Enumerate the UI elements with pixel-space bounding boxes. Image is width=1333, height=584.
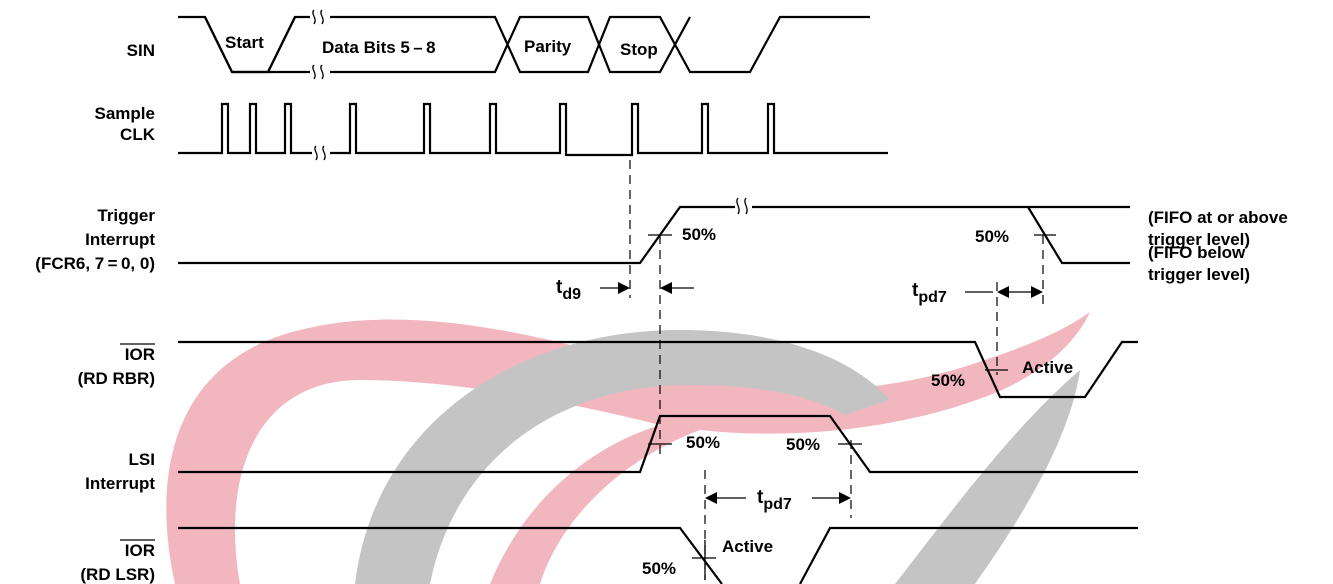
td9-label: td9 — [556, 277, 581, 303]
tpd7-trigger-head-right — [1031, 286, 1043, 298]
trigger-state-above-2: trigger level) — [1148, 230, 1250, 249]
trigger-state-below-1: (FIFO below — [1148, 243, 1246, 262]
lsi-label-1: LSI — [129, 450, 155, 469]
ior-lsr-sublabel: (RD LSR) — [80, 565, 155, 584]
lsi-line — [178, 414, 1138, 474]
watermark-gray-blade — [895, 370, 1080, 584]
watermark-red-swoosh — [166, 312, 1090, 584]
sin-break-bottom — [312, 64, 324, 80]
sin-waveform: Start Data Bits 5 – 8 Parity Stop — [178, 9, 870, 80]
td9-arrow-right-head — [660, 282, 672, 294]
td9-arrow-left-head — [618, 282, 630, 294]
timing-references: td9 tpd7 tpd7 — [556, 160, 1044, 580]
sample-clk-break — [314, 145, 326, 161]
trigger-rise-level: 50% — [682, 225, 716, 244]
signal-labels: SIN Sample CLK Trigger Interrupt (FCR6, … — [35, 41, 155, 584]
watermark-logo — [166, 312, 1090, 584]
sin-start-field: Start — [225, 33, 264, 52]
tpd7-lsi-head-left — [705, 492, 717, 504]
tpd7-lsi-head-right — [839, 492, 851, 504]
ior-rbr-waveform: 50% Active — [178, 340, 1138, 399]
lsi-rise-level: 50% — [686, 433, 720, 452]
ior-rbr-line — [178, 340, 1138, 399]
sin-stop-field: Stop — [620, 40, 658, 59]
lsi-label-2: Interrupt — [85, 474, 155, 493]
sin-break-top — [312, 9, 324, 25]
ior-lsr-level: 50% — [642, 559, 676, 578]
lsi-waveform: 50% 50% — [178, 414, 1138, 474]
tpd7-lsi-label: tpd7 — [757, 487, 792, 513]
watermark-gray-arc — [355, 330, 890, 584]
trigger-state-below-2: trigger level) — [1148, 265, 1250, 284]
trigger-fall-level: 50% — [975, 227, 1009, 246]
trigger-waveform: (FIFO at or above trigger level) (FIFO b… — [178, 197, 1288, 284]
tpd7-trigger-head-left — [997, 286, 1009, 298]
trigger-state-above-1: (FIFO at or above — [1148, 208, 1288, 227]
trigger-label-3: (FCR6, 7 = 0, 0) — [35, 254, 155, 273]
tpd7-trigger-label: tpd7 — [912, 280, 947, 306]
trigger-label-1: Trigger — [97, 206, 155, 225]
ior-rbr-active: Active — [1022, 358, 1073, 377]
trigger-label-2: Interrupt — [85, 230, 155, 249]
sample-clk-label-2: CLK — [120, 125, 156, 144]
sin-data-field: Data Bits 5 – 8 — [322, 38, 436, 57]
sin-parity-field: Parity — [524, 37, 572, 56]
ior-lsr-label: IOR — [125, 541, 155, 560]
sample-clk-waveform — [178, 102, 888, 161]
ior-rbr-label: IOR — [125, 345, 155, 364]
sin-bottom-line — [204, 15, 691, 74]
sample-clk-line — [178, 102, 888, 157]
ior-lsr-line — [178, 526, 1138, 584]
sin-label: SIN — [127, 41, 155, 60]
lsi-fall-level: 50% — [786, 435, 820, 454]
ior-lsr-waveform: 50% Active — [178, 526, 1138, 584]
ior-rbr-sublabel: (RD RBR) — [78, 369, 155, 388]
ior-rbr-level: 50% — [931, 371, 965, 390]
trigger-break — [736, 197, 748, 215]
sample-clk-label-1: Sample — [95, 104, 155, 123]
ior-lsr-active: Active — [722, 537, 773, 556]
